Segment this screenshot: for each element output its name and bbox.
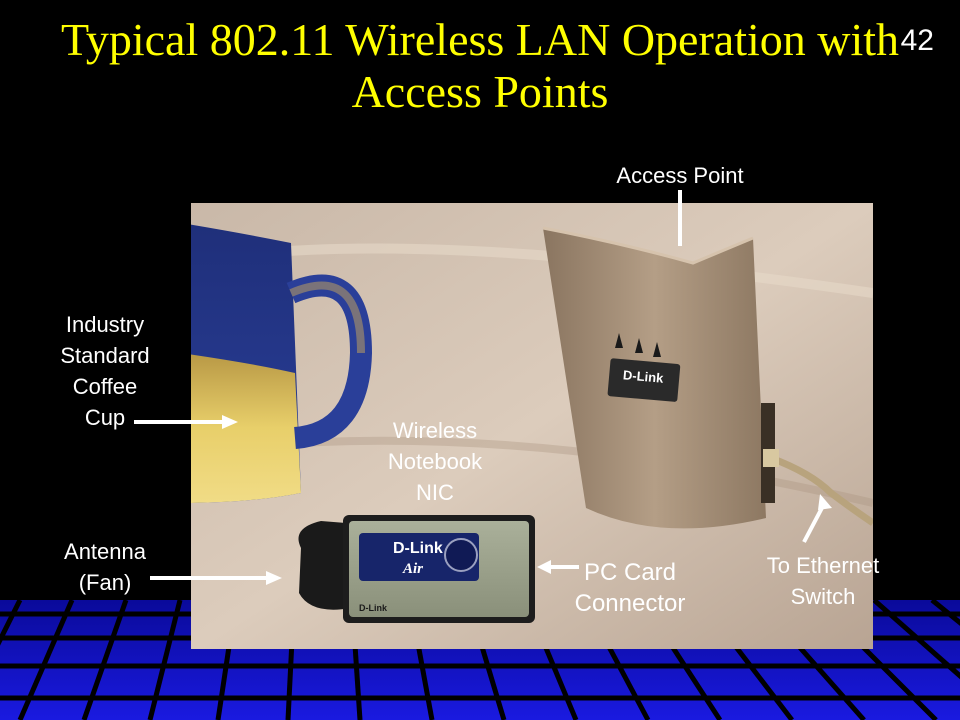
svg-text:Air: Air	[402, 561, 423, 577]
slide-number: 42	[900, 24, 934, 57]
access-point-device: D-Link	[542, 226, 873, 529]
svg-text:D-Link: D-Link	[359, 603, 388, 613]
label-access-point: Access Point	[616, 163, 744, 188]
ethernet-switch-arrow	[802, 494, 832, 543]
slide-title: Typical 802.11 Wireless LAN Operation wi…	[60, 14, 900, 117]
label-antenna: Antenna (Fan)	[64, 539, 146, 595]
pc-card-connector-arrow	[537, 560, 579, 574]
label-coffee-cup: Industry Standard Coffee Cup	[60, 312, 150, 430]
access-point-pointer-line	[678, 190, 682, 246]
svg-text:D-Link: D-Link	[622, 367, 664, 386]
coffee-mug	[191, 224, 373, 503]
coffee-cup-arrow	[134, 415, 238, 429]
antenna-arrow	[150, 571, 282, 585]
label-wireless-nic: Wireless Notebook NIC	[387, 418, 483, 505]
product-photo: D-Link D-Link Air D-Link	[191, 203, 873, 649]
label-ethernet-switch: To Ethernet Switch	[766, 553, 880, 609]
label-pc-card-connector: PC Card Connector	[574, 559, 686, 617]
svg-text:D-Link: D-Link	[393, 540, 443, 557]
pc-card-nic: D-Link Air D-Link	[298, 515, 535, 623]
